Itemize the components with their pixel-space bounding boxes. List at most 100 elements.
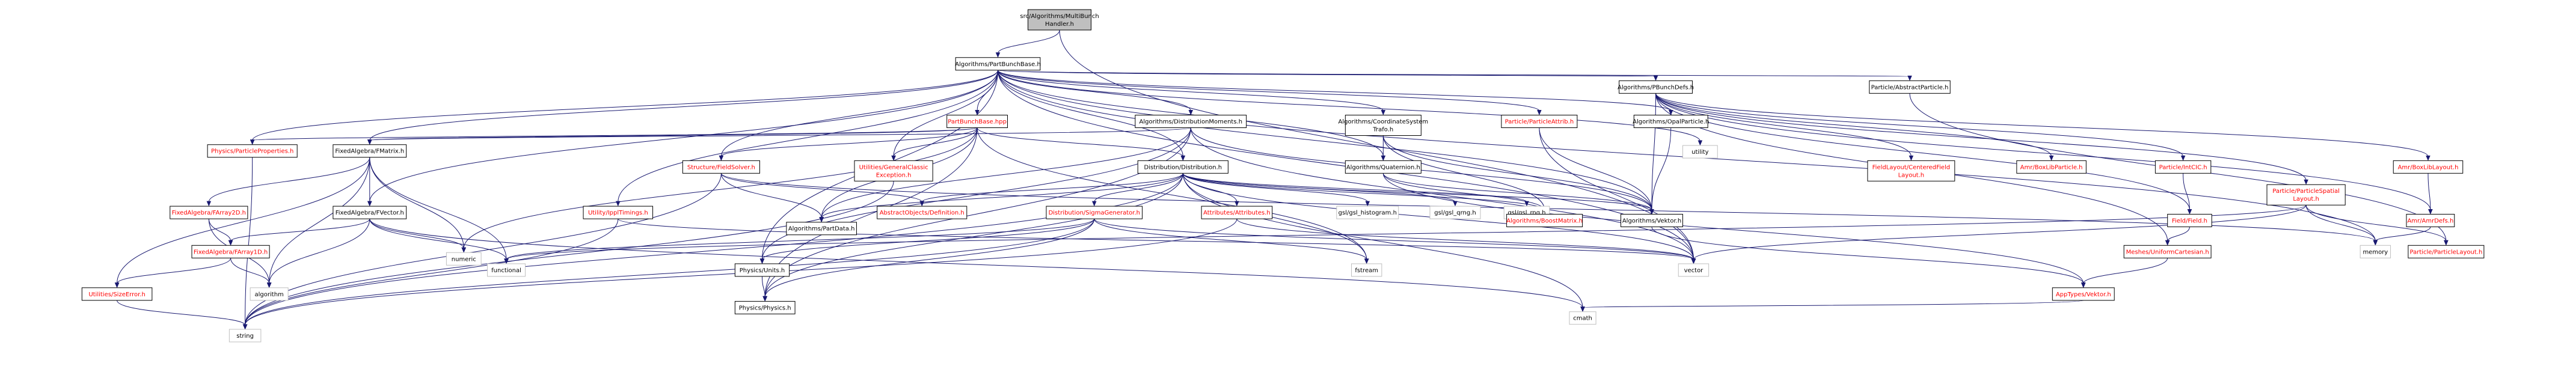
node-label: Algorithms/PartData.h bbox=[788, 226, 855, 233]
node-box bbox=[333, 144, 407, 158]
edge-arrowhead bbox=[1092, 201, 1097, 207]
node-label: FixedAlgebra/FArray1D.h bbox=[194, 249, 268, 255]
node-meshes[interactable]: Meshes/UniformCartesian.h bbox=[2123, 245, 2212, 258]
edge-arrowhead bbox=[1649, 209, 1654, 215]
node-sigmagen[interactable]: Distribution/SigmaGenerator.h bbox=[1046, 206, 1143, 219]
node-quaternion[interactable]: Algorithms/Quaternion.h bbox=[1345, 160, 1421, 174]
node-label: Particle/ParticleLayout.h bbox=[2410, 249, 2483, 255]
node-fmatrix[interactable]: FixedAlgebra/FMatrix.h bbox=[333, 144, 407, 158]
node-box bbox=[1619, 80, 1693, 94]
node-boostmatrix[interactable]: Algorithms/BoostMatrix.h bbox=[1506, 213, 1583, 227]
edge-fixedfvector-to-cmath bbox=[369, 219, 1585, 312]
edge-line bbox=[1382, 135, 1545, 210]
node-algvektor[interactable]: Algorithms/Vektor.h bbox=[1621, 213, 1683, 227]
edge-pbunchdefs-to-amrboxlibparticle bbox=[1655, 93, 2054, 161]
node-physprops[interactable]: Physics/ParticleProperties.h bbox=[207, 144, 298, 158]
node-fixedfarray2d[interactable]: FixedAlgebra/FArray2D.h bbox=[170, 206, 248, 219]
edge-arrowhead bbox=[2081, 282, 2086, 288]
edge-arrowhead bbox=[2165, 240, 2170, 246]
edge-arrowhead bbox=[1381, 110, 1386, 115]
edge-arrowhead bbox=[919, 201, 925, 207]
edge-line bbox=[998, 70, 1652, 210]
node-amrboxlibparticle[interactable]: Amr/BoxLibParticle.h bbox=[2016, 160, 2087, 174]
edge-pbunchdefs-to-particleintcic bbox=[1655, 93, 2186, 161]
node-box bbox=[1351, 263, 1382, 277]
node-opalparticle[interactable]: Algorithms/OpalParticle.h bbox=[1633, 115, 1709, 129]
edge-line bbox=[998, 70, 1540, 111]
edge-sigmagen-to-physunits bbox=[759, 218, 1095, 264]
node-label: Field/Field.h bbox=[2172, 218, 2207, 224]
node-fixedfvector[interactable]: FixedAlgebra/FVector.h bbox=[333, 206, 407, 219]
node-label: Algorithms/CoordinateSystem bbox=[1339, 119, 1429, 126]
node-functional: functional bbox=[487, 263, 526, 277]
node-partdata[interactable]: Algorithms/PartData.h bbox=[786, 222, 857, 236]
node-box bbox=[1506, 213, 1583, 227]
edge-line bbox=[998, 70, 1657, 77]
node-box bbox=[2016, 160, 2087, 174]
edge-arrowhead bbox=[995, 52, 1001, 58]
edge-line bbox=[2083, 258, 2168, 284]
node-label: Physics/Physics.h bbox=[739, 305, 791, 311]
node-partlayout[interactable]: Particle/ParticleLayout.h bbox=[2408, 245, 2485, 258]
edge-line bbox=[252, 70, 999, 141]
node-distribution[interactable]: Distribution/Distribution.h bbox=[1137, 160, 1228, 174]
node-structfieldsolver[interactable]: Structure/FieldSolver.h bbox=[682, 160, 760, 174]
edge-partbunchbase_hpp-to-fmatrix bbox=[367, 127, 978, 145]
edge-line bbox=[369, 70, 999, 141]
node-label: Attributes/Attributes.h bbox=[1203, 210, 1271, 216]
node-fieldfield[interactable]: Field/Field.h bbox=[2167, 213, 2212, 227]
edge-partbunchbase-to-opalparticle bbox=[998, 70, 1673, 115]
node-label: Algorithms/PartBunchBase.h bbox=[955, 61, 1041, 68]
node-box bbox=[1869, 80, 1951, 94]
edge-line bbox=[921, 173, 1183, 203]
node-physunits[interactable]: Physics/Units.h bbox=[734, 263, 790, 277]
edge-line bbox=[1094, 219, 1367, 260]
edge-arrowhead bbox=[1234, 201, 1239, 207]
node-partbunchbase[interactable]: Algorithms/PartBunchBase.h bbox=[955, 57, 1041, 71]
edge-partbunchbase-to-ipptimings bbox=[616, 70, 999, 207]
edge-line bbox=[1382, 173, 1545, 210]
node-box bbox=[1682, 145, 1718, 159]
node-label: Particle/IntCIC.h bbox=[2159, 164, 2207, 171]
edge-arrowhead bbox=[759, 258, 765, 264]
edge-line bbox=[1182, 172, 1527, 203]
node-label: Amr/BoxLibParticle.h bbox=[2020, 164, 2083, 171]
node-vector: vector bbox=[1678, 263, 1710, 277]
edge-algvektor-to-apptypesvektor bbox=[1651, 227, 2086, 288]
edge-arrowhead bbox=[1653, 75, 1658, 81]
node-label: AbstractObjects/Definition.h bbox=[880, 210, 964, 216]
node-box bbox=[1569, 311, 1596, 325]
node-sizeerror[interactable]: Utilities/SizeError.h bbox=[81, 287, 153, 301]
edge-arrowhead bbox=[250, 139, 255, 145]
node-box bbox=[1201, 206, 1273, 219]
edge-particlespatial-to-functional bbox=[504, 204, 2307, 264]
node-box bbox=[446, 252, 482, 266]
node-abstractparticle[interactable]: Particle/AbstractParticle.h bbox=[1869, 80, 1951, 94]
node-particleattrib[interactable]: Particle/ParticleAttrib.h bbox=[1501, 115, 1578, 129]
edge-line bbox=[998, 70, 1700, 142]
node-physphysics[interactable]: Physics/Physics.h bbox=[734, 300, 796, 314]
node-box bbox=[2406, 213, 2455, 227]
node-ipptimings[interactable]: Utility/IpplTimings.h bbox=[583, 206, 654, 219]
node-amrboxliblayout[interactable]: Amr/BoxLibLayout.h bbox=[2393, 160, 2464, 174]
edge-physunits-to-physphysics bbox=[762, 276, 767, 302]
node-label: Exception.h bbox=[876, 172, 912, 178]
node-pbunchdefs[interactable]: Algorithms/PBunchDefs.h bbox=[1618, 80, 1694, 94]
node-fixedfarray1d[interactable]: FixedAlgebra/FArray1D.h bbox=[191, 245, 270, 258]
node-amrdefs[interactable]: Amr/AmrDefs.h bbox=[2406, 213, 2455, 227]
node-partbunchbase_hpp[interactable]: PartBunchBase.hpp bbox=[946, 115, 1008, 129]
node-distmoments[interactable]: Algorithms/DistributionMoments.h bbox=[1135, 115, 1247, 129]
edge-partbunchbase-to-coordsystrafo bbox=[998, 70, 1386, 115]
node-box bbox=[2266, 184, 2346, 206]
node-attributes[interactable]: Attributes/Attributes.h bbox=[1201, 206, 1273, 219]
node-abstractobjdef[interactable]: AbstractObjects/Definition.h bbox=[877, 206, 968, 219]
node-apptypesvektor[interactable]: AppTypes/Vektor.h bbox=[2052, 287, 2115, 301]
edge-line bbox=[269, 157, 370, 284]
node-particleintcic[interactable]: Particle/IntCIC.h bbox=[2154, 160, 2212, 174]
node-label: Structure/FieldSolver.h bbox=[687, 164, 755, 171]
